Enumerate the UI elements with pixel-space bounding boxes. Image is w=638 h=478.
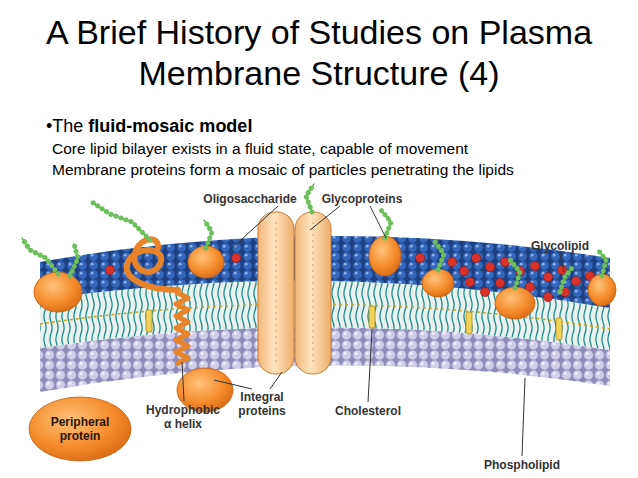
body-text: Core lipid bilayer exists in a fluid sta… <box>52 139 468 158</box>
node-label: Peripheral protein <box>38 415 122 443</box>
bold-term: fluid-mosaic model <box>88 115 252 137</box>
part-label: Glycolipid <box>520 239 600 253</box>
slide-title: A Brief History of Studies on Plasma Mem… <box>39 12 599 94</box>
protein-blob: Peripheral protein <box>28 396 132 462</box>
leader-lines <box>182 206 564 456</box>
helix-protein <box>127 239 233 412</box>
part-label: Cholesterol <box>323 404 413 418</box>
part-label: Oligosaccharide <box>195 192 305 206</box>
part-label: Glycoproteins <box>312 192 412 206</box>
sugar-chains <box>22 184 606 292</box>
part-label: Integral proteins <box>232 390 292 418</box>
channel-protein <box>258 212 331 374</box>
part-label: Hydrophobic α helix <box>143 403 223 431</box>
body-text: Membrane proteins form a mosaic of parti… <box>52 160 514 179</box>
bullet-line: •Thefluid-mosaic model <box>46 115 252 137</box>
blob-shape <box>29 397 131 461</box>
bullet-text: •The <box>46 115 83 137</box>
part-label: Phospholipid <box>472 458 572 472</box>
